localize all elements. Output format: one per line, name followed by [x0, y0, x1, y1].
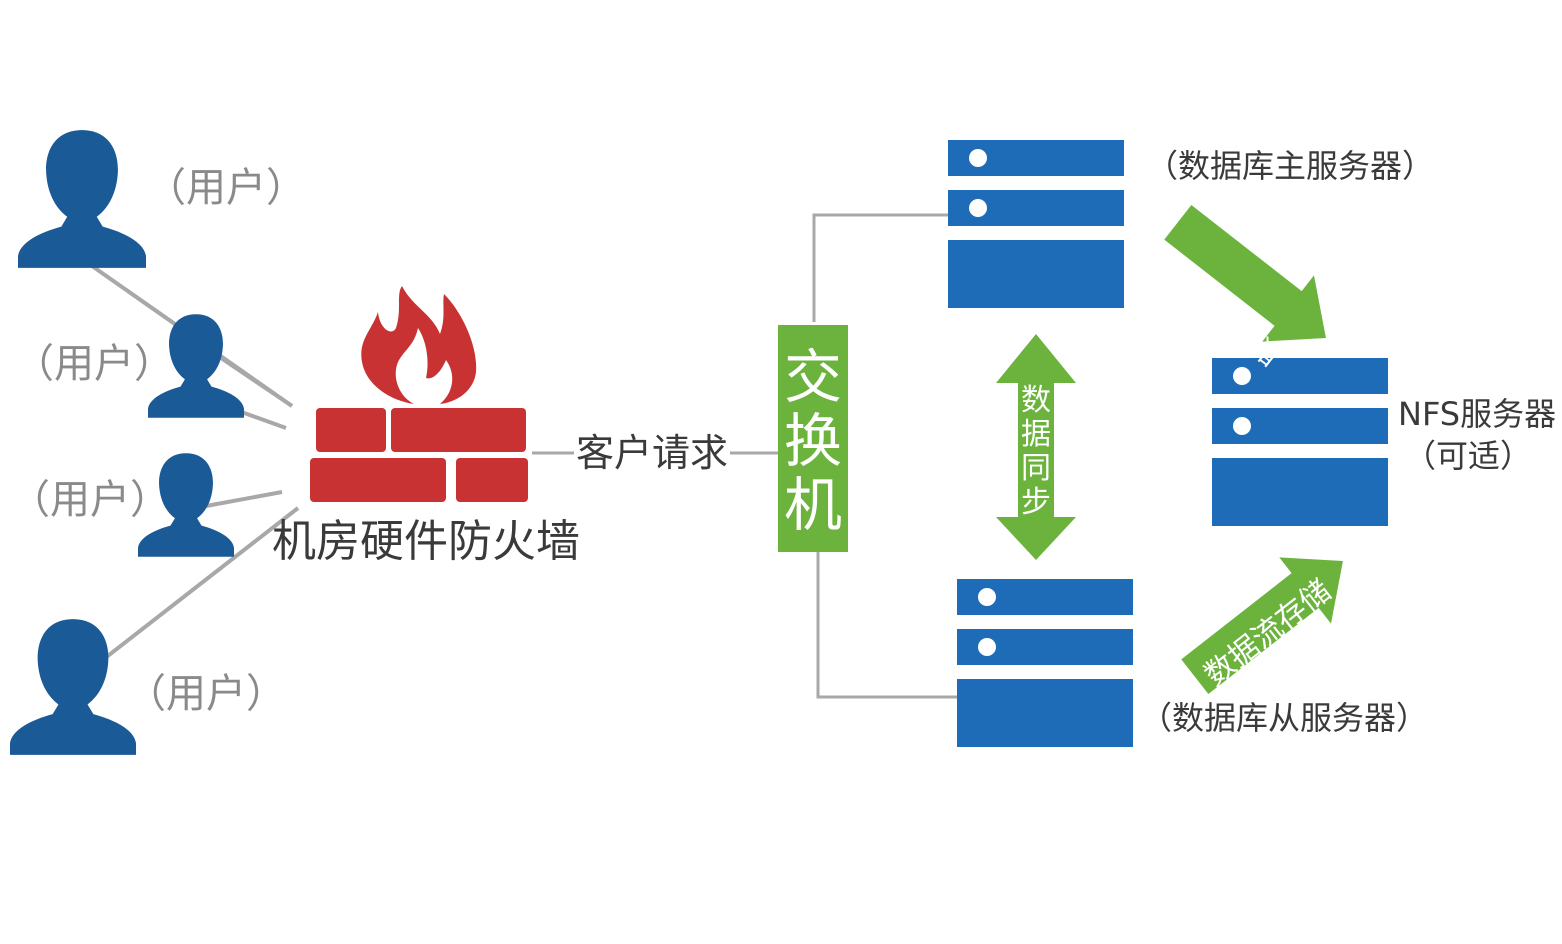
nfs-server-subtitle: （可适） — [1404, 437, 1533, 475]
user-4-line — [98, 506, 300, 664]
person-silhouette-icon — [10, 619, 136, 755]
db-slave-label: （数据库从服务器） — [1140, 699, 1429, 737]
server-rack-icon — [957, 579, 1133, 747]
data-sync-label: 数据同步 — [1021, 383, 1051, 520]
client-request-label: 客户请求 — [574, 431, 731, 475]
flow-arrow-top — [1164, 204, 1326, 342]
user-label: （用户） — [126, 671, 286, 717]
sync-double-arrow — [996, 334, 1076, 560]
flow-arrow-bottom — [1181, 557, 1343, 695]
switch-to-slave-line — [816, 552, 958, 699]
user-label: （用户） — [10, 477, 170, 523]
person-silhouette-icon — [18, 130, 146, 268]
user-2-line-a — [216, 354, 294, 408]
firewall-brick-flame-icon — [310, 286, 528, 502]
firewall-label: 机房硬件防火墙 — [272, 516, 580, 567]
server-rack-icon — [948, 140, 1124, 308]
server-rack-icon — [1212, 358, 1388, 526]
user-3-line — [205, 490, 283, 508]
db-master-label: （数据库主服务器） — [1146, 147, 1435, 185]
user-label: （用户） — [14, 341, 174, 387]
user-2-line-b — [235, 408, 287, 430]
switch-label: 交换机 — [783, 343, 842, 539]
servers-group — [948, 140, 1388, 747]
user-label: （用户） — [146, 165, 306, 211]
switch-to-master-line — [812, 213, 948, 322]
nfs-server-title: NFS服务器 — [1398, 395, 1557, 433]
switch-server-lines — [812, 213, 958, 699]
switch-box — [778, 325, 848, 552]
users-group — [10, 130, 244, 755]
